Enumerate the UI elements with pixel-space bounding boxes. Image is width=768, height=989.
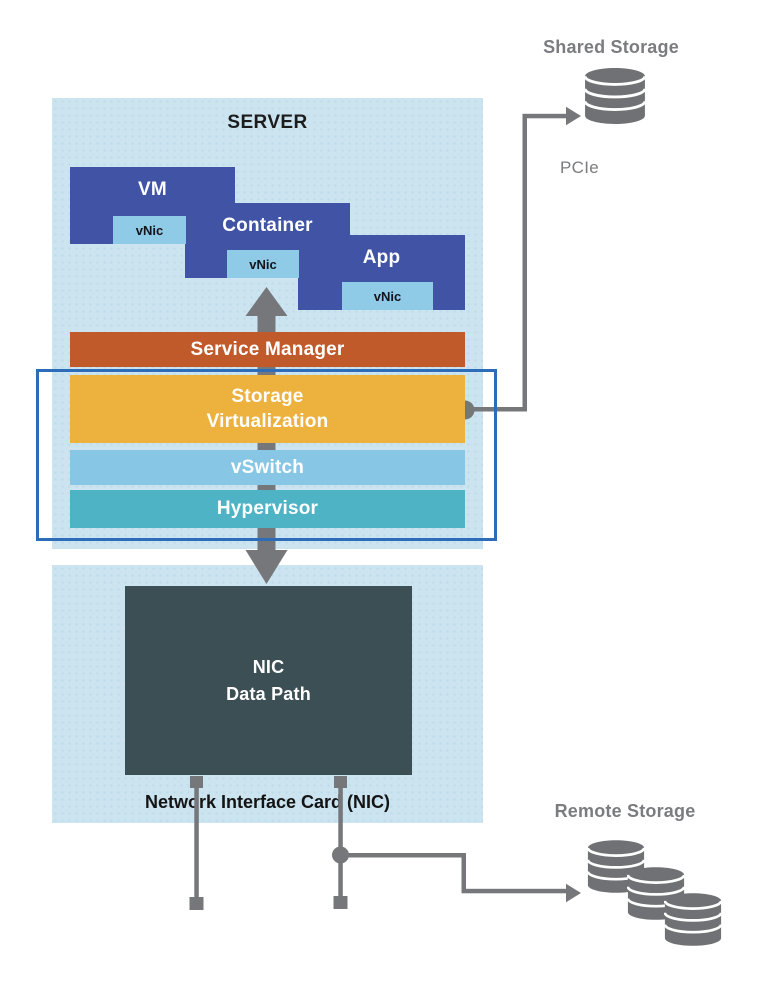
virtualization-highlight-outline (36, 369, 497, 541)
left-line-terminal (189, 897, 204, 910)
server-title: SERVER (227, 112, 308, 133)
shared-storage-icon (583, 68, 647, 124)
remote-storage-icon-1 (587, 840, 645, 893)
app-vnic: vNic (342, 282, 433, 310)
remote-storage-icon-2 (627, 867, 685, 920)
nic-datapath-box: NIC Data Path (125, 586, 412, 775)
shared-storage-label: Shared Storage (543, 37, 679, 57)
right-line-terminal (333, 896, 348, 909)
remote-storage-icon-3 (664, 893, 722, 946)
vm-vnic: vNic (113, 216, 186, 244)
remote-storage-connector (340, 853, 581, 903)
remote-arrowhead (566, 883, 581, 903)
container-vnic-label: vNic (249, 256, 277, 272)
remote-storage-label: Remote Storage (554, 801, 696, 821)
app-vnic-label: vNic (373, 288, 402, 304)
app-label: App (362, 247, 401, 268)
vm-label: VM (138, 179, 167, 200)
pcie-arrowhead (566, 106, 581, 126)
nic-caption: Network Interface Card (NIC) (144, 792, 391, 812)
container-label: Container (222, 215, 313, 236)
branch-junction-dot (332, 846, 349, 864)
pcie-label: PCIe (560, 158, 599, 177)
vm-vnic-label: vNic (135, 222, 164, 238)
layer-service-manager: Service Manager (70, 332, 465, 367)
container-vnic: vNic (227, 250, 299, 278)
